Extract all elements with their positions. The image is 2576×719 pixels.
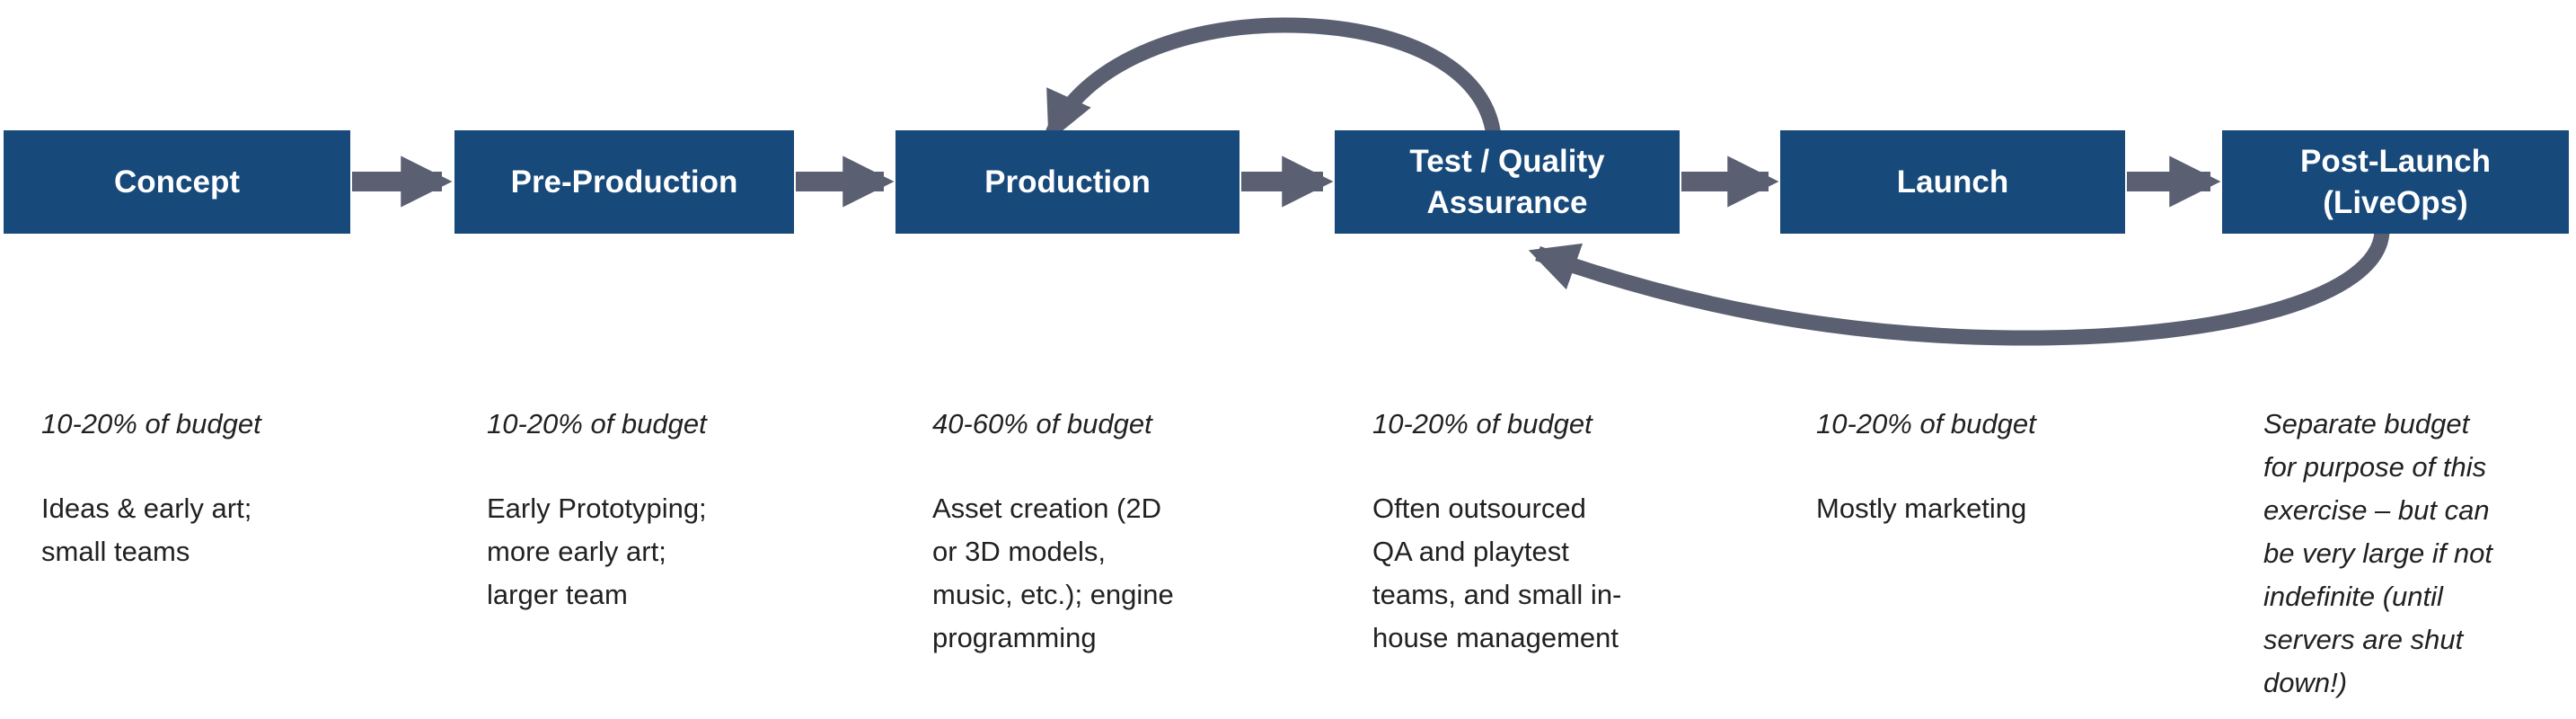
stage-box-postlaunch-liveops: Post-Launch (LiveOps): [2222, 130, 2569, 234]
budget-note: 10-20% of budget: [1816, 408, 2036, 439]
description-note: Often outsourced QA and playtest teams, …: [1372, 493, 1622, 654]
stage-box-concept: Concept: [4, 130, 350, 234]
budget-note: 10-20% of budget: [487, 408, 707, 439]
description-note: Mostly marketing: [1816, 493, 2027, 525]
stage-box-label: Test / Quality Assurance: [1409, 144, 1605, 220]
stage-notes-postlaunch-liveops: Separate budget for purpose of this exer…: [2263, 403, 2560, 719]
stage-notes-production: 40-60% of budget Asset creation (2D or 3…: [932, 403, 1229, 660]
stage-box-label: Pre-Production: [510, 164, 738, 200]
description-note: Early Prototyping; more early art; large…: [487, 493, 707, 611]
stage-box-label: Post-Launch (LiveOps): [2300, 144, 2491, 220]
description-note: Asset creation (2D or 3D models, music, …: [932, 493, 1174, 654]
stage-box-test-quality-assurance: Test / Quality Assurance: [1335, 130, 1680, 234]
budget-note: 40-60% of budget: [932, 408, 1152, 439]
stage-notes-preproduction: 10-20% of budget Early Prototyping; more…: [487, 403, 783, 617]
stage-notes-concept: 10-20% of budget Ideas & early art; smal…: [41, 403, 338, 573]
stage-notes-test-quality-assurance: 10-20% of budget Often outsourced QA and…: [1372, 403, 1669, 660]
budget-note: Separate budget for purpose of this exer…: [2263, 408, 2493, 699]
loop-arrow-postlaunch-to-test: [1528, 230, 2390, 346]
stage-box-label: Launch: [1896, 164, 2009, 200]
stage-box-preproduction: Pre-Production: [454, 130, 794, 234]
loop-arrow-test-to-production: [1045, 17, 1502, 142]
stage-box-label: Concept: [114, 164, 240, 200]
budget-note: 10-20% of budget: [41, 408, 261, 439]
description-note: Ideas & early art; small teams: [41, 493, 252, 568]
stage-box-launch: Launch: [1780, 130, 2125, 234]
stage-box-production: Production: [895, 130, 1239, 234]
stage-notes-launch: 10-20% of budget Mostly marketing: [1816, 403, 2113, 530]
budget-note: 10-20% of budget: [1372, 408, 1592, 439]
stage-box-label: Production: [984, 164, 1151, 200]
